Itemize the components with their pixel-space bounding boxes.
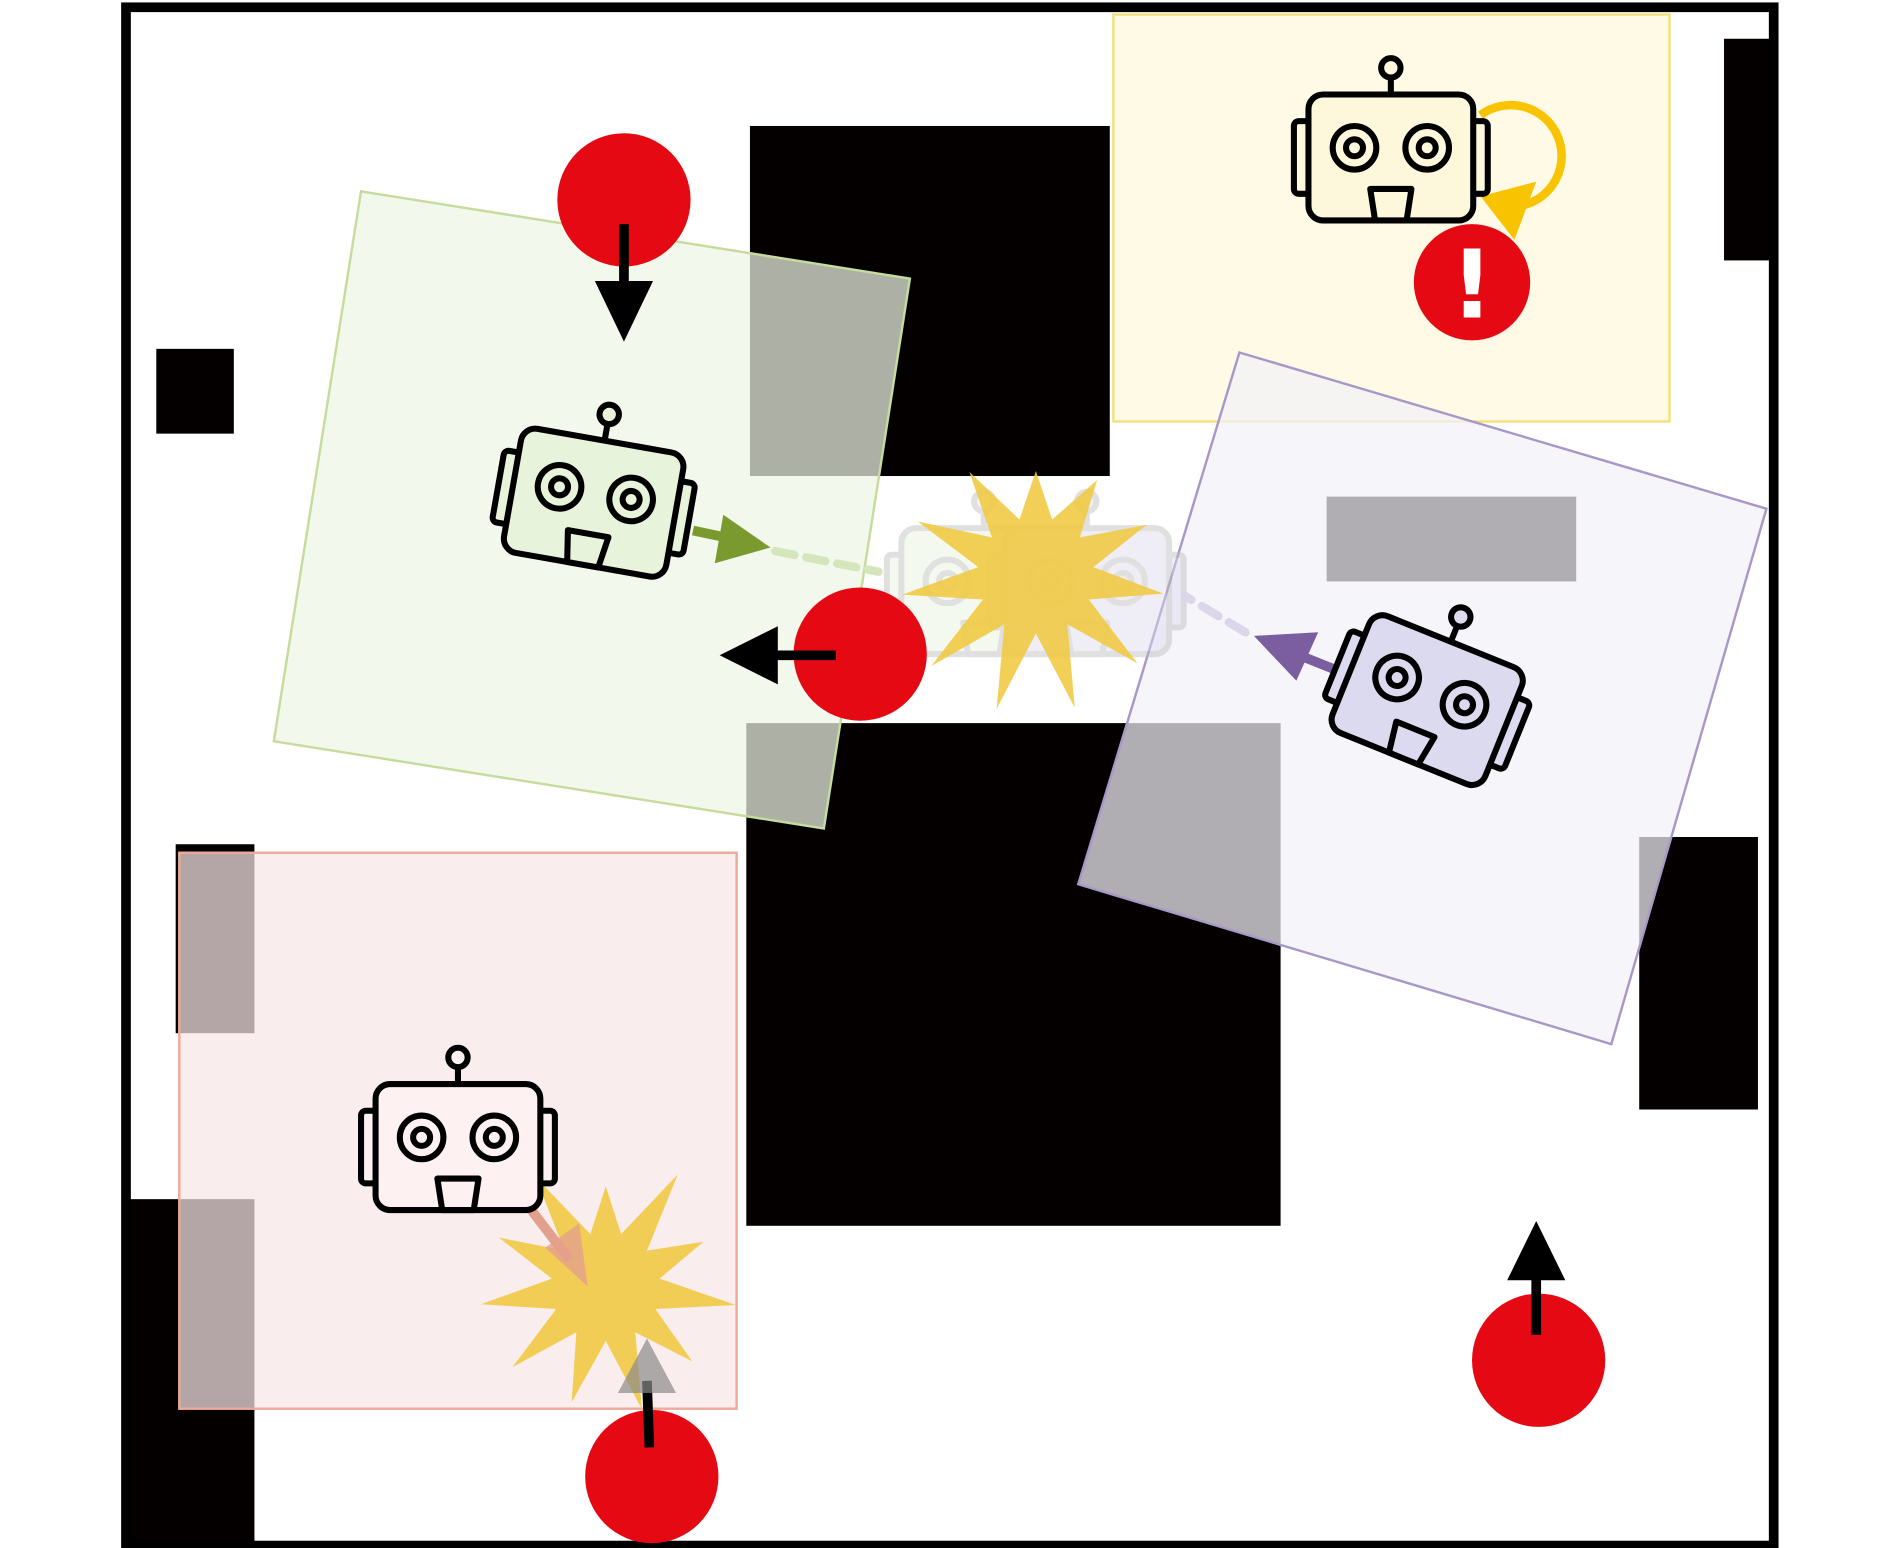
robot-pupil: [410, 1125, 434, 1149]
goal-marker: [793, 587, 927, 721]
robot-pupil: [1453, 693, 1477, 717]
map-border: [121, 2, 1779, 1548]
yellow-loop-arrow: [1477, 100, 1566, 211]
collisions: [480, 470, 1164, 1410]
obstacle: [156, 348, 234, 434]
robot-antenna-tip: [445, 1044, 471, 1071]
robot-pupil: [482, 1125, 506, 1149]
robot-pupil: [1342, 136, 1367, 160]
green-arrow-head: [714, 514, 771, 564]
yellow-loop-arrow-head: [1480, 181, 1537, 240]
robot-mouth: [1385, 718, 1438, 768]
robot-ear: [1163, 551, 1187, 631]
goal-marker: [1472, 1293, 1606, 1427]
goal-top: [557, 133, 691, 342]
robots: [358, 55, 1533, 1214]
goal-bottom: [585, 1338, 719, 1544]
collision-explosion-bottom: [480, 1174, 736, 1410]
alert-symbol: !: [1450, 230, 1493, 340]
robot-mouth: [434, 1175, 482, 1214]
direction-arrow-head: [594, 281, 654, 342]
paths: [525, 100, 1566, 1287]
robot-pupil: [548, 475, 572, 499]
pink-robot: [358, 1044, 558, 1214]
green-path-dashed: [771, 546, 883, 576]
yellow-robot: [1290, 55, 1491, 224]
goals: !: [557, 133, 1606, 1544]
direction-arrow-head: [1507, 1220, 1566, 1281]
robot-pupil: [619, 487, 643, 511]
goal-middle: [719, 587, 927, 721]
goal-bottom-right: [1472, 1220, 1606, 1427]
robot-pupil: [1415, 136, 1439, 160]
robot-antenna-tip: [1378, 55, 1404, 81]
robot-antenna-tip: [1448, 604, 1474, 630]
direction-arrow-head: [617, 1338, 677, 1393]
lavender-path-dashed: [1180, 591, 1250, 637]
obstacle: [1724, 38, 1771, 261]
direction-arrow-head: [719, 626, 778, 685]
alert-icon: [1413, 224, 1531, 341]
robot-pupil: [1385, 666, 1409, 690]
lavender-robot: [1322, 604, 1533, 789]
robot-antenna-tip: [596, 401, 622, 428]
green-robot: [489, 401, 698, 580]
goal-marker: [557, 133, 691, 267]
robot-mouth: [564, 527, 612, 571]
lavender-arrow-head: [1253, 632, 1319, 681]
robot-mouth: [1367, 185, 1415, 224]
collision-explosion-center: [902, 470, 1164, 709]
goal-marker: [585, 1409, 719, 1544]
deadlock-alert: !: [1413, 224, 1531, 341]
pink-arrow-head: [545, 1223, 588, 1287]
